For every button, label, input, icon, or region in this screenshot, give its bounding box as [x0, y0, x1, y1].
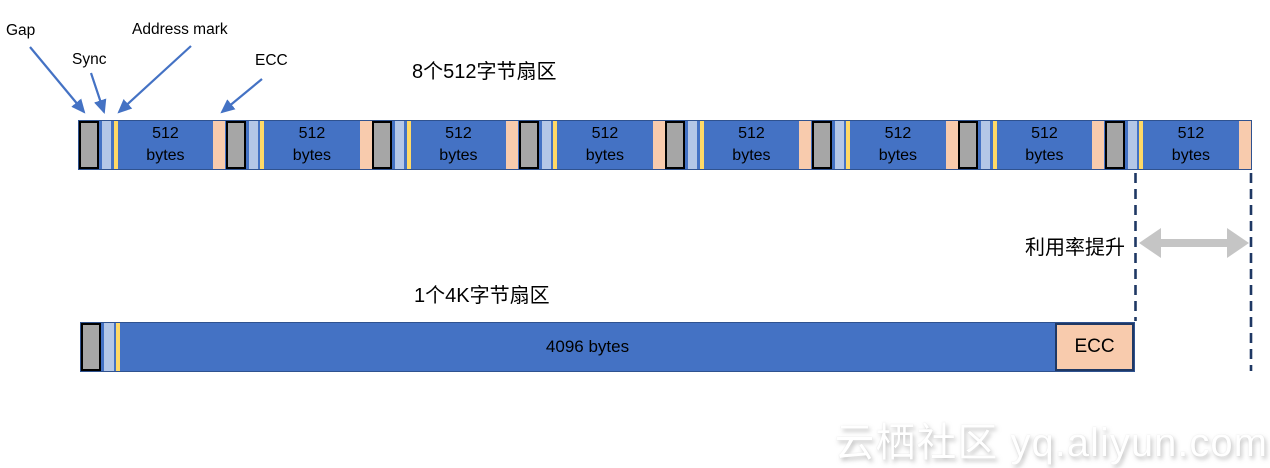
data-block-label: 512 bytes — [1143, 121, 1238, 169]
gap-block — [372, 121, 393, 169]
address-mark-block — [1139, 121, 1144, 169]
gap-label: Gap — [6, 22, 36, 39]
sector-size-line2: bytes — [1171, 147, 1211, 164]
top-section-title: 8个512字节扇区 — [412, 61, 557, 83]
address-mark-block — [553, 121, 558, 169]
gap-block — [958, 121, 979, 169]
data-block-label: 512 bytes — [850, 121, 945, 169]
sync-block — [541, 121, 551, 169]
sector-size-line1: 512 — [738, 125, 765, 143]
sync-block — [395, 121, 405, 169]
ecc-block: ECC — [1055, 323, 1134, 371]
sync-block — [102, 121, 112, 169]
gap-block — [81, 323, 101, 371]
bottom-section-title: 1个4K字节扇区 — [414, 285, 550, 307]
ecc-block — [213, 121, 226, 169]
sector-size-line1: 512 — [298, 125, 326, 143]
sync-arrow — [89, 72, 107, 115]
data-block-label: 512 bytes — [411, 121, 506, 169]
ecc-block — [652, 121, 665, 169]
sector-size-line2: bytes — [146, 147, 185, 164]
ecc-block — [506, 121, 519, 169]
utilization-label: 利用率提升 — [1025, 237, 1125, 259]
data-block-label: 512 bytes — [264, 121, 359, 169]
sector-size-line2: bytes — [878, 147, 918, 164]
address-mark-block — [116, 323, 120, 371]
sector-size-line1: 512 — [1031, 125, 1058, 143]
gap-block — [1104, 121, 1125, 169]
data-block-label: 512 bytes — [118, 121, 213, 169]
sector-size-line2: bytes — [439, 147, 478, 164]
data-block-label: 512 bytes — [557, 121, 652, 169]
ecc-block — [799, 121, 812, 169]
address-mark-block — [846, 121, 851, 169]
ecc-callout-label: ECC — [255, 52, 288, 69]
ecc-block — [1238, 121, 1251, 169]
address-mark-arrow — [117, 45, 192, 114]
sync-block — [981, 121, 991, 169]
gap-block — [665, 121, 686, 169]
sync-block — [1127, 121, 1137, 169]
sync-block — [104, 323, 114, 371]
address-mark-block — [406, 121, 411, 169]
ecc-arrow — [220, 78, 263, 114]
sync-block — [248, 121, 258, 169]
gap-block — [79, 121, 100, 169]
address-mark-block — [699, 121, 704, 169]
gap-block — [518, 121, 539, 169]
ecc-block — [945, 121, 958, 169]
sectors-row: 512 bytes 512 bytes 512 bytes — [79, 121, 1251, 169]
sector-size-line1: 512 — [591, 125, 619, 143]
address-mark-block — [113, 121, 118, 169]
utilization-double-arrow — [1139, 228, 1249, 258]
sector-segment: 512 bytes — [811, 121, 959, 169]
sector-size-line2: bytes — [585, 147, 625, 164]
address-mark-block — [260, 121, 265, 169]
sector-segment: 512 bytes — [665, 121, 812, 169]
sector-bar-4k: 4096 bytes ECC — [80, 322, 1135, 372]
sector-segment: 512 bytes — [958, 121, 1105, 169]
data-block-label: 512 bytes — [704, 121, 799, 169]
data-block-label: 512 bytes — [997, 121, 1092, 169]
sync-label: Sync — [72, 51, 107, 68]
sector-bar-512: 512 bytes 512 bytes 512 bytes — [78, 120, 1252, 170]
sector-size-line2: bytes — [292, 147, 332, 164]
sector-segment: 512 bytes — [1104, 121, 1252, 169]
gap-block — [225, 121, 246, 169]
address-mark-block — [992, 121, 997, 169]
sector-size-line1: 512 — [884, 125, 912, 143]
sector-size-line1: 512 — [152, 125, 179, 143]
data-block-label: 4096 bytes — [545, 337, 630, 356]
sector-segment: 512 bytes — [372, 121, 519, 169]
ecc-block — [359, 121, 372, 169]
sector-segment: 512 bytes — [518, 121, 666, 169]
sector-size-line1: 512 — [1177, 125, 1205, 143]
watermark: 云栖社区 yq.aliyun.com — [834, 421, 1268, 465]
sync-block — [834, 121, 844, 169]
sync-block — [688, 121, 698, 169]
sector-size-line2: bytes — [1025, 147, 1064, 164]
ecc-block — [1092, 121, 1105, 169]
sector-segment: 512 bytes — [79, 121, 226, 169]
sector-segment: 512 bytes — [225, 121, 373, 169]
sector-size-line2: bytes — [732, 147, 771, 164]
address-mark-label: Address mark — [132, 21, 228, 38]
gap-block — [811, 121, 832, 169]
sector-size-line1: 512 — [445, 125, 472, 143]
